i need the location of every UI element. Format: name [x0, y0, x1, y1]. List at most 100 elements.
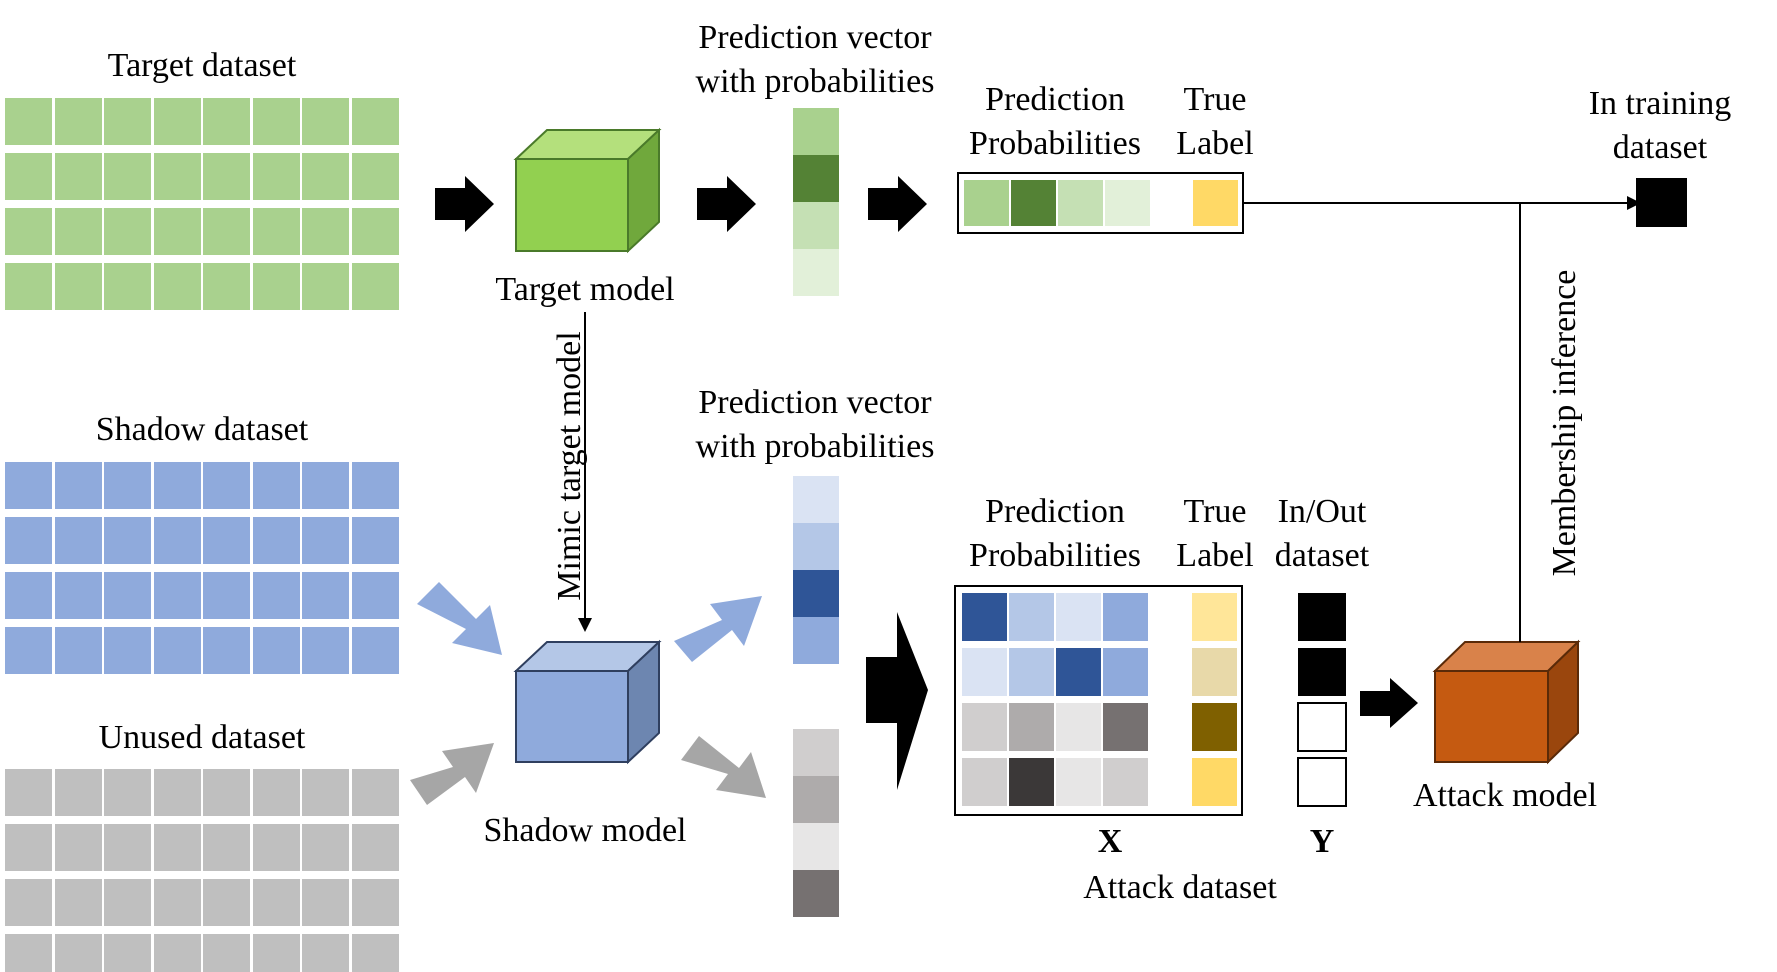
- prediction-vectors: [793, 108, 839, 917]
- target-dataset-cell: [253, 263, 300, 310]
- unused-dataset-label: Unused dataset: [98, 719, 306, 756]
- target-dataset-cell: [55, 263, 102, 310]
- unused-dataset-cell: [5, 879, 52, 926]
- shadow-dataset-cell: [55, 462, 102, 509]
- attack-prob-cell: [962, 648, 1007, 696]
- target-dataset-cell: [302, 98, 349, 145]
- attack-prob-cell: [1103, 648, 1148, 696]
- shadow-dataset-cell: [302, 517, 349, 564]
- in-training-line1: In training: [1588, 85, 1732, 122]
- attack-true-label-cell: [1192, 648, 1237, 696]
- pred-vector-bottom-line2: with probabilities: [695, 428, 935, 465]
- target-dataset-cell: [302, 208, 349, 255]
- arrow-attack-dataset-to-attack-model: [1360, 678, 1418, 728]
- shadow-dataset-cell: [203, 462, 250, 509]
- target-vector-cell: [793, 155, 839, 202]
- unused-dataset-cell: [253, 934, 300, 972]
- shadow-dataset-cell: [55, 572, 102, 619]
- shadow-vector-cell: [793, 476, 839, 523]
- inout-cell: [1298, 593, 1346, 641]
- shadow-dataset-cell: [302, 572, 349, 619]
- unused-dataset-cell: [302, 879, 349, 926]
- attack-true-label-cell: [1192, 593, 1237, 641]
- target-dataset-cell: [154, 153, 201, 200]
- inout-cell: [1298, 648, 1346, 696]
- target-dataset-cell: [104, 263, 151, 310]
- arrow-vector-to-record: [868, 176, 927, 232]
- arrow-target-to-vector: [697, 176, 756, 232]
- attack-prob-cell: [1103, 593, 1148, 641]
- inout-line2: dataset: [1274, 537, 1370, 574]
- target-dataset-cell: [154, 98, 201, 145]
- unused-dataset-cell: [55, 879, 102, 926]
- attack-true-label-line1: True: [1183, 493, 1247, 530]
- shadow-dataset-cell: [352, 627, 399, 674]
- unused-dataset-cell: [302, 824, 349, 871]
- unused-dataset-cell: [104, 879, 151, 926]
- unused-dataset-cell: [154, 879, 201, 926]
- target-vector-cell: [793, 202, 839, 249]
- unused-dataset-cell: [352, 824, 399, 871]
- unused-dataset-cell: [104, 824, 151, 871]
- inout-cell: [1297, 702, 1347, 752]
- attack-dataset-matrix: [954, 585, 1347, 816]
- target-dataset-cell: [352, 153, 399, 200]
- shadow-dataset-cell: [104, 627, 151, 674]
- attack-prob-cell: [962, 758, 1007, 806]
- target-dataset-cell: [253, 98, 300, 145]
- mimic-arrow: [578, 312, 592, 632]
- shadow-dataset-cell: [253, 462, 300, 509]
- shadow-dataset-cell: [352, 572, 399, 619]
- shadow-dataset-cell: [104, 572, 151, 619]
- target-dataset-cell: [154, 263, 201, 310]
- unused-dataset-cell: [55, 934, 102, 972]
- attack-prob-cell: [1103, 758, 1148, 806]
- arrow-to-attack-dataset: [866, 612, 928, 790]
- target-prediction-record: [957, 172, 1244, 234]
- shadow-dataset-cell: [253, 627, 300, 674]
- attack-pred-prob-line1: Prediction: [985, 493, 1125, 530]
- target-dataset-cell: [302, 153, 349, 200]
- shadow-dataset-cell: [5, 517, 52, 564]
- shadow-dataset-cell: [55, 517, 102, 564]
- attack-prob-cell: [1009, 648, 1054, 696]
- in-training-line2: dataset: [1612, 129, 1708, 166]
- target-dataset-cell: [203, 153, 250, 200]
- arrow-shadow-dataset-to-shadow-model: [417, 582, 502, 655]
- target-dataset-cell: [203, 263, 250, 310]
- shadow-dataset-cell: [203, 627, 250, 674]
- target-dataset-cell: [104, 208, 151, 255]
- attack-prob-cell: [962, 703, 1007, 751]
- shadow-model-cube: [513, 639, 662, 765]
- shadow-dataset-cell: [253, 517, 300, 564]
- unused-dataset-cell: [253, 769, 300, 816]
- target-model-label: Target model: [495, 271, 675, 308]
- attack-prob-cell: [1009, 758, 1054, 806]
- target-dataset-cell: [352, 263, 399, 310]
- target-vector-cell: [793, 108, 839, 155]
- attack-prob-cell: [962, 593, 1007, 641]
- inout-cell: [1297, 757, 1347, 807]
- target-dataset-cell: [352, 208, 399, 255]
- shadow-dataset-cell: [154, 462, 201, 509]
- target-dataset-cell: [55, 98, 102, 145]
- target-dataset-cell: [203, 98, 250, 145]
- top-pred-prob-line2: Probabilities: [969, 125, 1141, 162]
- attack-model-label: Attack model: [1412, 777, 1598, 814]
- shadow-dataset-cell: [104, 462, 151, 509]
- unused-vector-cell: [793, 776, 839, 823]
- unused-dataset-cell: [154, 769, 201, 816]
- attack-prob-cell: [1056, 703, 1101, 751]
- shadow-dataset-cell: [5, 572, 52, 619]
- membership-lines: [1243, 178, 1687, 642]
- shadow-dataset-cell: [104, 517, 151, 564]
- shadow-dataset-cell: [55, 627, 102, 674]
- unused-dataset-cell: [5, 824, 52, 871]
- inout-line1: In/Out: [1277, 493, 1367, 530]
- target-dataset-cell: [253, 208, 300, 255]
- shadow-dataset-cell: [154, 517, 201, 564]
- target-dataset-cell: [154, 208, 201, 255]
- unused-dataset-cell: [154, 934, 201, 972]
- shadow-dataset-cell: [5, 627, 52, 674]
